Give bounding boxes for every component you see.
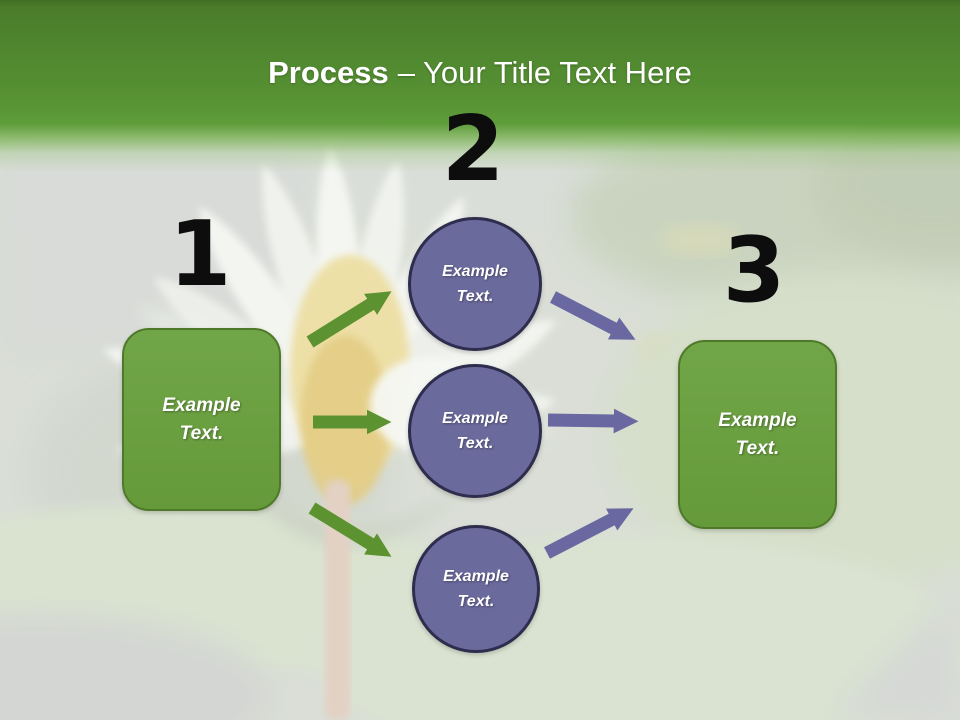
step-number-1[interactable]: 1 — [168, 202, 232, 307]
hub-circle-middle[interactable]: Example Text. — [408, 364, 542, 498]
arrow-start-to-bottom-circle[interactable] — [308, 502, 392, 557]
title-bar — [0, 0, 960, 172]
step-number-3[interactable]: 3 — [722, 218, 786, 323]
step-number-2[interactable]: 2 — [441, 97, 505, 202]
title-emphasis: Process — [268, 55, 389, 90]
arrow-middle-circle-to-end[interactable] — [547, 408, 639, 434]
hub-circle-top[interactable]: Example Text. — [408, 217, 542, 351]
hub-circle-bottom[interactable]: Example Text. — [412, 525, 540, 653]
hub-circle-middle-label: Example Text. — [442, 410, 508, 452]
arrow-start-to-top-circle[interactable] — [306, 291, 392, 348]
start-box[interactable]: Example Text. — [122, 328, 281, 511]
slide-title[interactable]: Process– Your Title Text Here — [0, 54, 960, 92]
start-box-label: Example Text. — [162, 394, 241, 444]
lily-stem — [325, 480, 350, 720]
title-rest: – Your Title Text Here — [397, 55, 692, 90]
end-box[interactable]: Example Text. — [678, 340, 837, 529]
end-box-label: Example Text. — [718, 409, 797, 459]
hub-circle-top-label: Example Text. — [442, 263, 508, 305]
arrow-bottom-circle-to-end[interactable] — [544, 508, 634, 559]
arrow-top-circle-to-end[interactable] — [550, 291, 636, 340]
hub-circle-bottom-label: Example Text. — [443, 568, 509, 610]
